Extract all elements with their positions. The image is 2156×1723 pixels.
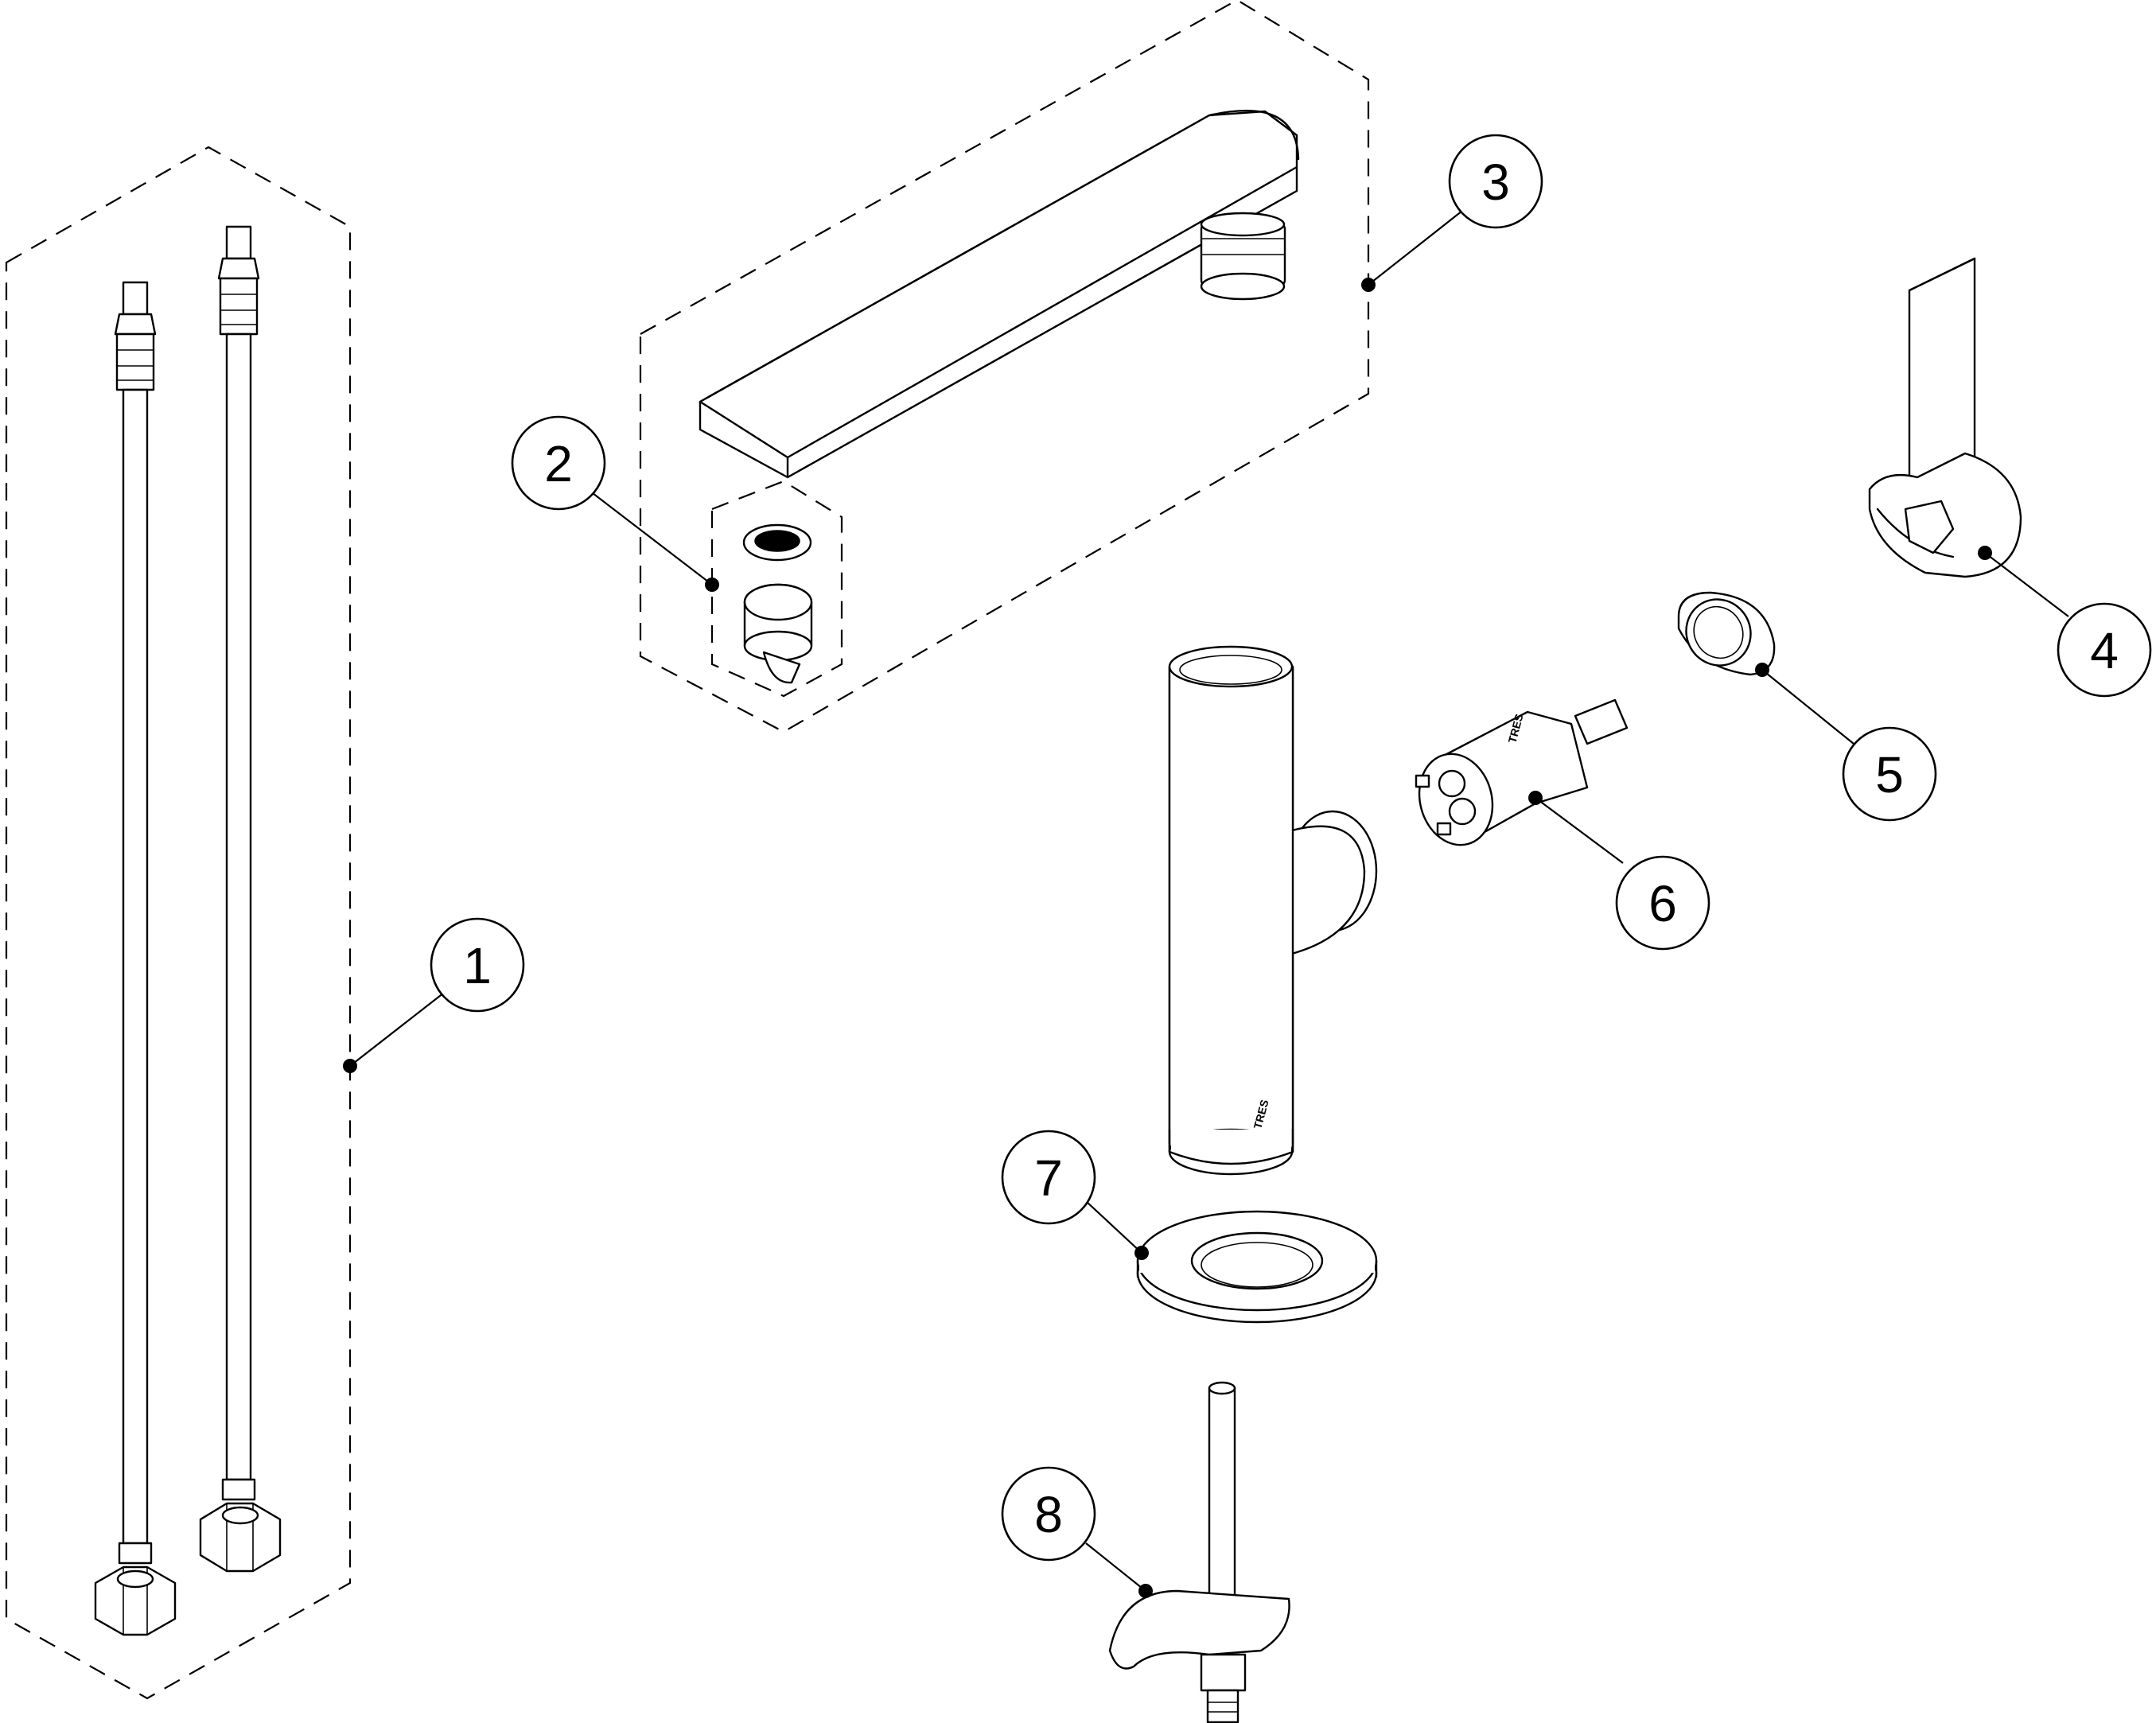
horseshoe-clamp bbox=[1108, 1589, 1290, 1670]
part-3-dashed-group-outline bbox=[639, 0, 1370, 733]
part-1-leader-line bbox=[349, 992, 445, 1067]
part-6-cartridge: TRES bbox=[1415, 698, 1629, 864]
hose-right bbox=[199, 225, 282, 1573]
part-6-leader-line bbox=[1535, 797, 1624, 864]
callout-3-label: 3 bbox=[1481, 154, 1510, 211]
part-4-lever-handle bbox=[1868, 257, 2069, 617]
cartridge-stem bbox=[1574, 698, 1629, 745]
callout-5-label: 5 bbox=[1875, 746, 1904, 803]
part-3-spout bbox=[639, 0, 1463, 733]
callout-6-label: 6 bbox=[1648, 875, 1677, 932]
base-plate-hole bbox=[1190, 1231, 1324, 1290]
callout-8-label: 8 bbox=[1034, 1486, 1063, 1543]
mixer-body: TRES bbox=[1168, 645, 1378, 1176]
part-1-flexible-hoses bbox=[5, 146, 445, 1700]
part-2-dashed-group-outline bbox=[710, 480, 843, 698]
callout-1-label: 1 bbox=[463, 937, 492, 994]
part-1-dashed-group-outline bbox=[5, 146, 352, 1700]
body-top-opening bbox=[1168, 645, 1294, 688]
part-4-leader-line bbox=[1984, 552, 2069, 617]
part-7-base-plate bbox=[1085, 1200, 1378, 1324]
body-column bbox=[1168, 665, 1294, 1153]
callout-6: 6 bbox=[1615, 855, 1710, 951]
callout-3: 3 bbox=[1448, 134, 1543, 229]
callout-5: 5 bbox=[1842, 726, 1937, 822]
callout-7-label: 7 bbox=[1034, 1149, 1063, 1207]
part-8-leader-line bbox=[1085, 1542, 1146, 1592]
body-side-boss bbox=[1287, 825, 1366, 956]
part-5-ring-nut bbox=[1677, 591, 1854, 745]
part-3-leader-line bbox=[1368, 210, 1463, 286]
callout-2: 2 bbox=[511, 415, 606, 511]
part-2-aerator-set bbox=[592, 480, 843, 698]
part-7-leader-line bbox=[1085, 1200, 1142, 1254]
lever-blade bbox=[1908, 257, 1976, 487]
callout-8: 8 bbox=[1001, 1466, 1096, 1562]
part-8-fixing-set bbox=[1085, 1381, 1290, 1723]
callout-1: 1 bbox=[430, 917, 525, 1013]
callout-4: 4 bbox=[2057, 602, 2152, 698]
part-5-leader-line bbox=[1761, 669, 1854, 745]
callout-2-label: 2 bbox=[544, 435, 573, 492]
callout-7: 7 bbox=[1001, 1130, 1096, 1225]
callout-4-label: 4 bbox=[2090, 622, 2119, 679]
fixing-nut bbox=[1200, 1653, 1247, 1692]
part-2-leader-line bbox=[592, 492, 713, 585]
hose-left bbox=[94, 281, 177, 1636]
